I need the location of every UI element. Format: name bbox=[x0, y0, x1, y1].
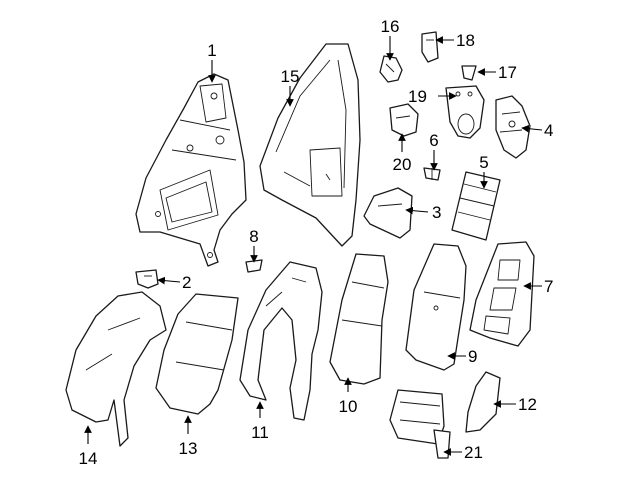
part-3-cover bbox=[363, 187, 413, 239]
part-17-fastener bbox=[461, 65, 477, 81]
part-7-panel bbox=[469, 241, 535, 347]
callout-17: 17 bbox=[498, 63, 517, 82]
callout-14: 14 bbox=[79, 449, 98, 468]
callout-5: 5 bbox=[479, 153, 488, 172]
part-16-trim-piece bbox=[379, 55, 403, 83]
callout-labels: 1 2 3 4 5 6 7 8 9 10 11 12 13 14 15 16 1… bbox=[79, 17, 554, 468]
callout-10: 10 bbox=[339, 397, 358, 416]
callout-21: 21 bbox=[464, 443, 483, 462]
callout-9: 9 bbox=[468, 347, 477, 366]
callout-16: 16 bbox=[381, 17, 400, 36]
part-20-housing bbox=[389, 103, 419, 137]
part-15-rear-shell bbox=[259, 43, 361, 247]
part-4-bracket bbox=[495, 95, 531, 159]
callout-1: 1 bbox=[207, 41, 216, 60]
part-19-release-handle bbox=[445, 85, 485, 139]
callout-11: 11 bbox=[251, 423, 269, 442]
callout-18: 18 bbox=[456, 31, 475, 50]
callout-13: 13 bbox=[179, 439, 198, 458]
callout-8: 8 bbox=[249, 227, 258, 246]
part-11-bolster bbox=[239, 261, 323, 421]
callout-2: 2 bbox=[182, 273, 191, 292]
callout-3: 3 bbox=[432, 203, 441, 222]
leader-lines bbox=[84, 36, 543, 456]
part-1-seat-back-frame bbox=[135, 73, 247, 267]
part-6-pin bbox=[423, 167, 441, 181]
part-9-backrest-cover bbox=[405, 243, 467, 371]
callout-7: 7 bbox=[544, 277, 553, 296]
part-18-clip bbox=[421, 31, 439, 63]
part-21-module bbox=[389, 389, 451, 459]
callout-19: 19 bbox=[408, 87, 427, 106]
part-10-backrest-pad bbox=[329, 253, 389, 385]
callout-12: 12 bbox=[518, 395, 537, 414]
part-12-side-cover bbox=[465, 371, 501, 433]
callout-4: 4 bbox=[544, 121, 553, 140]
part-2-bracket bbox=[135, 269, 159, 289]
callout-20: 20 bbox=[393, 155, 412, 174]
callout-6: 6 bbox=[429, 131, 438, 150]
part-5-spring-mat bbox=[451, 171, 501, 241]
part-13-cushion bbox=[155, 293, 239, 415]
callout-15: 15 bbox=[281, 67, 300, 86]
part-14-side-frame bbox=[65, 291, 167, 447]
